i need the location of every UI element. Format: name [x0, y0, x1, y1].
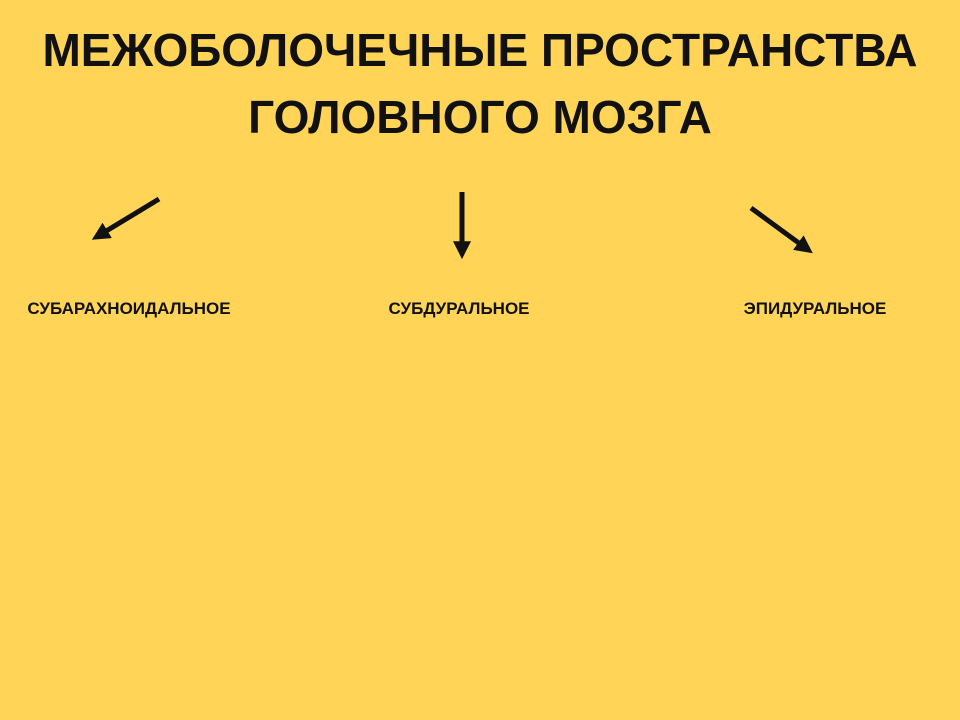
- arrow-down-right-icon: [749, 205, 813, 254]
- slide-title-line-1: МЕЖОБОЛОЧЕЧНЫЕ ПРОСТРАНСТВА: [42, 24, 918, 76]
- branch-label-epidural: ЭПИДУРАЛЬНОЕ: [743, 299, 887, 318]
- arrow-down-left-icon: [91, 196, 161, 240]
- branch-label-subarachnoid: СУБАРАХНОИДАЛЬНОЕ: [27, 299, 231, 318]
- branch-label-subdural: СУБДУРАЛЬНОЕ: [388, 299, 530, 318]
- slide-title-line-2: ГОЛОВНОГО МОЗГА: [248, 91, 712, 143]
